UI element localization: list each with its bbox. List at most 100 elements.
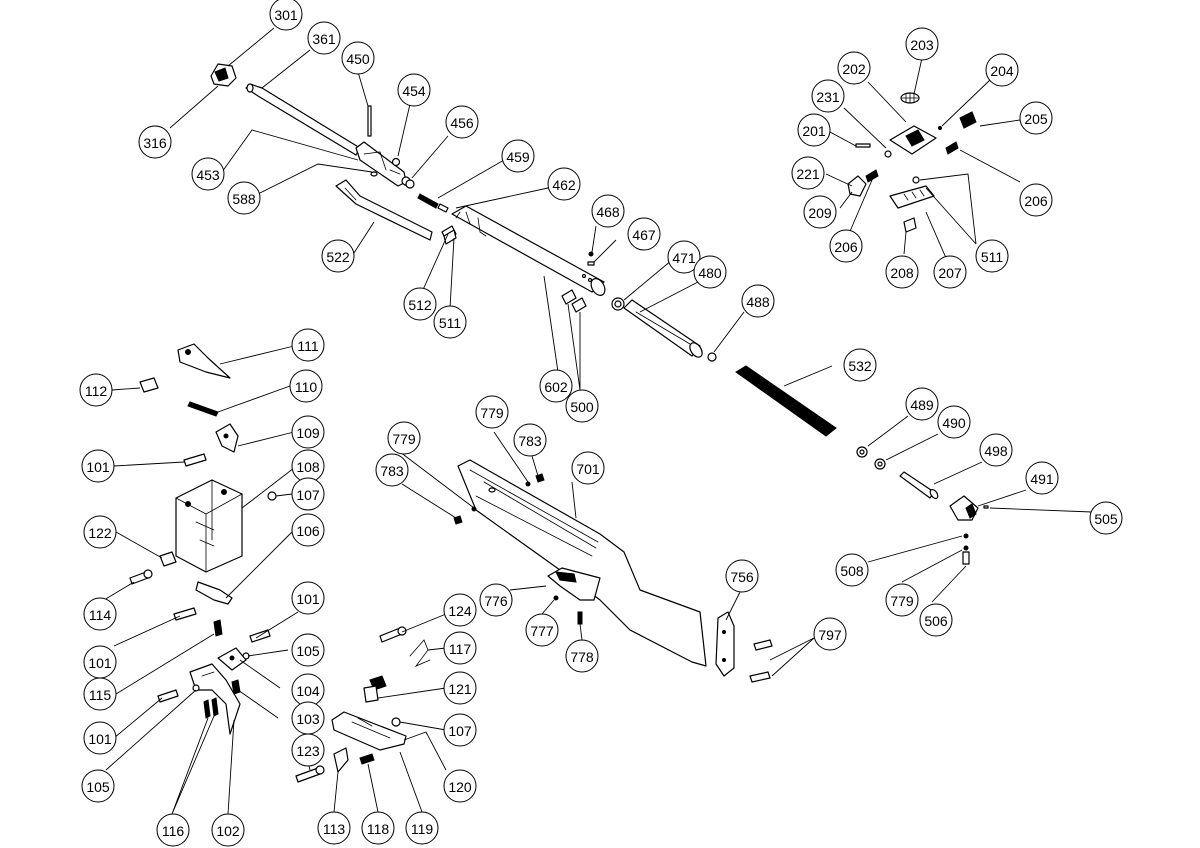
callout-circle xyxy=(829,229,863,263)
callout-circle xyxy=(885,255,919,289)
part-756-butt-pad xyxy=(715,611,735,677)
callout-number: 500 xyxy=(570,399,594,415)
callout-number: 498 xyxy=(984,443,1008,459)
part-459-spring xyxy=(417,193,449,213)
callout-circle xyxy=(138,125,172,159)
callout-number: 203 xyxy=(910,37,934,53)
part-522-cocking-link xyxy=(335,179,433,241)
callout-508: 508 xyxy=(835,553,869,587)
callout-number: 316 xyxy=(143,135,167,151)
callout-206: 206 xyxy=(1019,183,1053,217)
callout-number: 777 xyxy=(530,623,554,639)
callout-116: 116 xyxy=(156,813,190,847)
callout-number: 778 xyxy=(570,649,594,665)
callout-107: 107 xyxy=(443,713,477,747)
callout-circle xyxy=(525,613,559,647)
callout-number: 480 xyxy=(698,265,722,281)
callout-number: 511 xyxy=(981,249,1004,265)
callout-circle xyxy=(307,21,341,55)
part-201-pin xyxy=(855,143,871,148)
callout-number: 121 xyxy=(448,681,472,697)
callout-122: 122 xyxy=(83,515,117,549)
part-107-ring-upper xyxy=(267,491,277,501)
callout-number: 119 xyxy=(411,821,434,837)
callout-459: 459 xyxy=(501,139,535,173)
part-103-spring xyxy=(231,679,241,695)
part-454-ball xyxy=(391,157,401,167)
callout-number: 110 xyxy=(295,379,318,395)
callout-number: 450 xyxy=(346,51,370,67)
part-505-pin xyxy=(983,505,989,509)
part-122-bushing xyxy=(159,551,177,567)
callout-number: 588 xyxy=(232,191,256,207)
part-101-pin-middle xyxy=(173,607,197,621)
callout-circle xyxy=(843,348,877,382)
callout-circle xyxy=(83,677,117,711)
callout-circle xyxy=(475,395,509,429)
callout-number: 204 xyxy=(990,63,1014,79)
callout-circle xyxy=(79,373,113,407)
callout-111: 111 xyxy=(291,328,325,362)
callout-532: 532 xyxy=(843,348,877,382)
callout-201: 201 xyxy=(797,113,831,147)
part-467-pin xyxy=(587,261,595,266)
callout-588: 588 xyxy=(227,181,261,215)
part-490-washer xyxy=(874,458,886,470)
callout-102: 102 xyxy=(211,813,245,847)
callout-number: 117 xyxy=(449,641,472,657)
callout-number: 779 xyxy=(392,431,416,447)
part-450-pin xyxy=(367,105,372,137)
callout-circle xyxy=(501,139,535,173)
part-511-screw-upper xyxy=(912,176,920,184)
callout-467: 467 xyxy=(627,217,661,251)
callout-circle xyxy=(627,217,661,251)
part-508-779-parts xyxy=(963,533,969,551)
callout-circle xyxy=(443,631,477,665)
callout-number: 776 xyxy=(484,593,508,609)
callout-number: 506 xyxy=(924,613,948,629)
callout-101: 101 xyxy=(83,721,117,755)
callout-512: 512 xyxy=(403,287,437,321)
callout-circle xyxy=(211,813,245,847)
callout-circle xyxy=(979,433,1013,467)
part-462-compression-tube xyxy=(451,205,606,296)
part-114-screw xyxy=(129,569,153,585)
callout-number: 361 xyxy=(312,31,336,47)
part-202-sight-body xyxy=(889,125,937,155)
callout-circle xyxy=(443,769,477,803)
callout-circle xyxy=(479,583,513,617)
part-101-pin-upper xyxy=(183,453,207,467)
callout-circle xyxy=(513,423,547,457)
callout-circle xyxy=(539,369,573,403)
part-205-screw xyxy=(959,111,977,129)
callout-number: 118 xyxy=(367,821,390,837)
part-106-link xyxy=(195,581,233,605)
callout-number: 453 xyxy=(196,167,220,183)
part-116-springs xyxy=(203,697,219,719)
callout-circle xyxy=(291,581,325,615)
callout-circle xyxy=(403,287,437,321)
callout-462: 462 xyxy=(547,167,581,201)
part-511-pin xyxy=(443,229,457,245)
callout-776: 776 xyxy=(479,583,513,617)
callout-108: 108 xyxy=(291,449,325,483)
callout-circle xyxy=(741,284,775,318)
part-108-housing xyxy=(175,479,243,573)
callout-number: 206 xyxy=(1024,193,1048,209)
callout-number: 201 xyxy=(802,123,826,139)
callout-number: 104 xyxy=(296,683,320,699)
callout-number: 120 xyxy=(448,779,472,795)
callout-456: 456 xyxy=(445,105,479,139)
callout-circle xyxy=(571,451,605,485)
callout-number: 779 xyxy=(480,405,504,421)
callout-circle xyxy=(291,633,325,667)
part-301-muzzle-block xyxy=(210,63,237,87)
callout-202: 202 xyxy=(837,51,871,85)
callout-circle xyxy=(83,597,117,631)
callout-361: 361 xyxy=(307,21,341,55)
part-204-pin xyxy=(938,126,942,130)
part-113-lever xyxy=(333,747,349,773)
callout-number: 209 xyxy=(808,205,832,221)
callout-number: 488 xyxy=(746,294,770,310)
